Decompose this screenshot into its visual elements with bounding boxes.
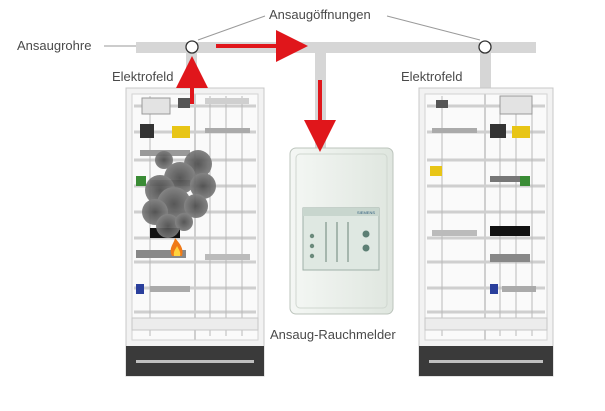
suction-opening-left xyxy=(185,40,199,54)
device-brand-text: SIEMENS xyxy=(357,210,375,215)
suction-opening-right xyxy=(478,40,492,54)
detector-label: Ansaug-Rauchmelder xyxy=(270,327,396,342)
openings-label: Ansaugöffnungen xyxy=(269,7,371,22)
smoke-cloud xyxy=(142,150,216,238)
pipes-label: Ansaugrohre xyxy=(17,38,92,53)
cabinet-right xyxy=(418,87,554,377)
cabinet-left xyxy=(125,87,265,377)
horizontal-pipe xyxy=(136,42,536,53)
fire-icon xyxy=(170,238,183,256)
cabinet-right-label: Elektrofeld xyxy=(401,69,463,84)
openings-leader-right xyxy=(386,15,481,41)
pipe-drop-right xyxy=(480,53,491,89)
openings-leader-left xyxy=(197,15,266,41)
cabinet-left-label: Elektrofeld xyxy=(112,69,174,84)
aspirating-smoke-detector xyxy=(289,147,394,315)
